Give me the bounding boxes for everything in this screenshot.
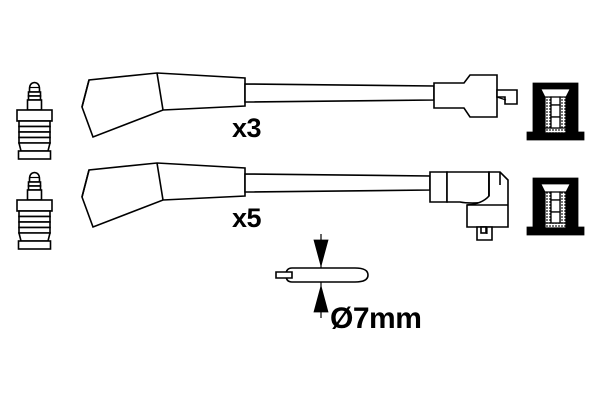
connector-sleeve-lower: [526, 177, 585, 236]
ignition-cable-angled: x5: [81, 162, 509, 241]
rubber-boot-lower: [16, 171, 53, 250]
connector-sleeve-upper: [526, 82, 585, 141]
rubber-boot-upper: [16, 81, 53, 160]
cable-diameter-detail: Ø7mm: [275, 234, 422, 335]
cable-count-label-top: x3: [232, 113, 262, 143]
ignition-cable-straight: x3: [81, 72, 518, 143]
cable-count-label-bottom: x5: [232, 203, 262, 233]
diameter-label: Ø7mm: [330, 302, 421, 335]
